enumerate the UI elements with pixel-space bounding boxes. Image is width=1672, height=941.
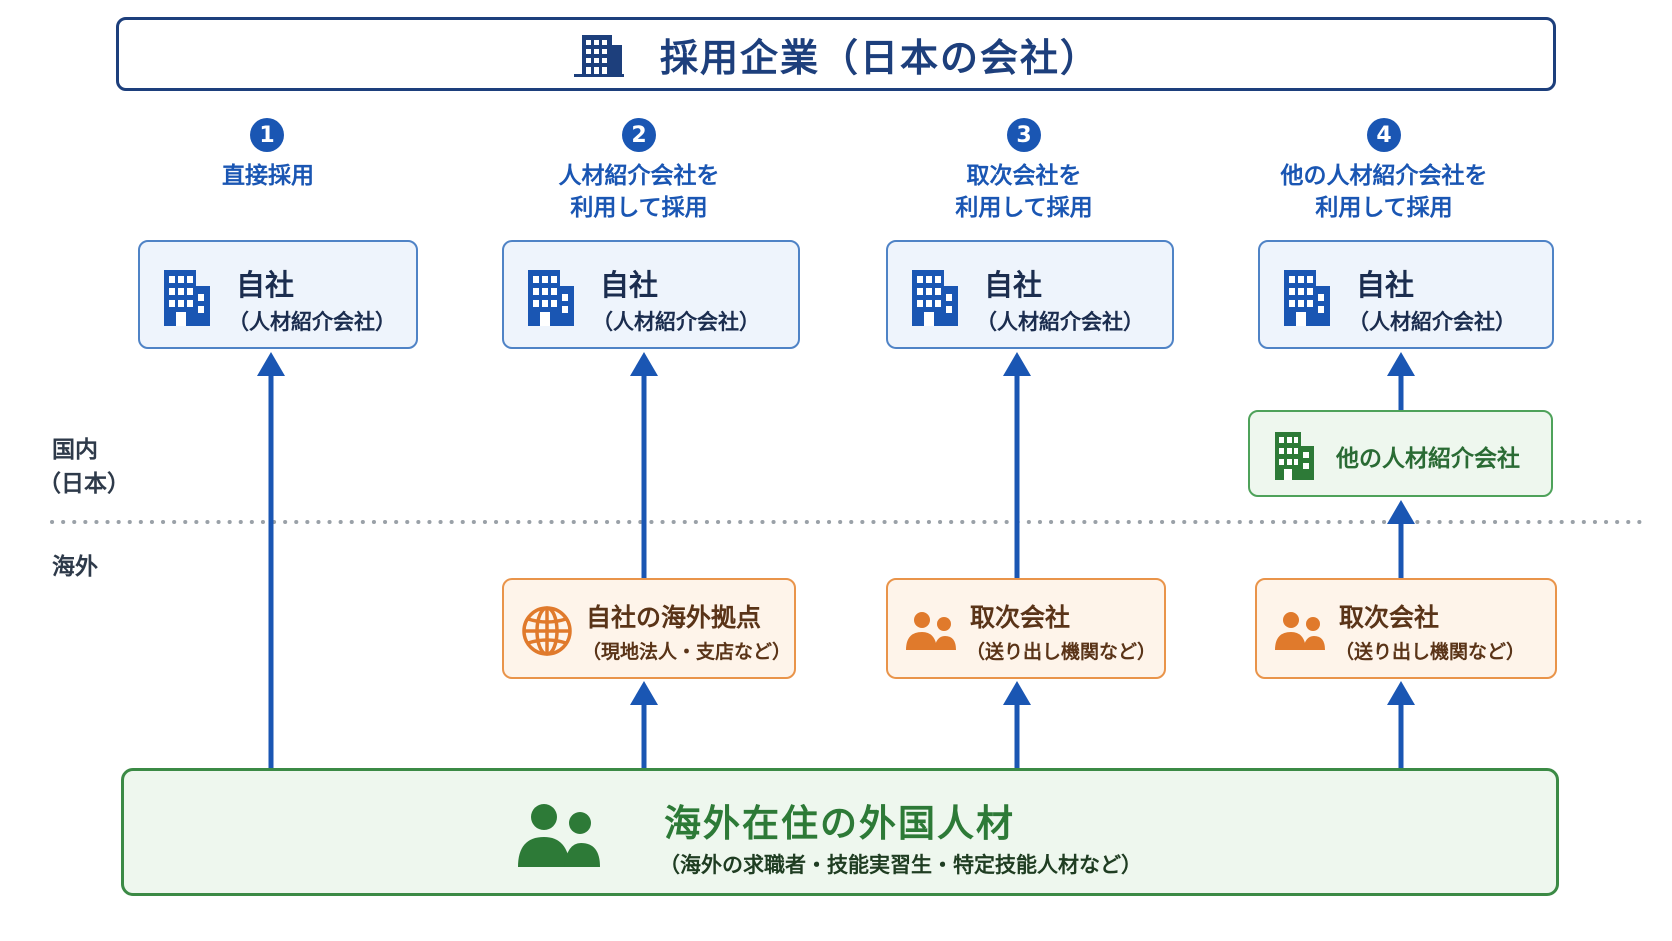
company-subtitle: （人材紹介会社） xyxy=(228,310,396,334)
company-title: 自社 xyxy=(600,268,659,302)
company-title: 自社 xyxy=(1356,268,1415,302)
company-title: 自社 xyxy=(236,268,295,302)
company-box-route-2: 自社 （人材紹介会社） xyxy=(502,240,800,349)
company-subtitle: （人材紹介会社） xyxy=(976,310,1144,334)
people-icon xyxy=(518,804,600,867)
route-label-1: 直接採用 xyxy=(118,160,418,192)
route-label-3-line1: 取次会社を xyxy=(966,163,1082,189)
route-label-2-line1: 人材紹介会社を xyxy=(558,163,720,189)
building-icon xyxy=(164,270,210,326)
route-number-2: 2 xyxy=(622,118,656,152)
overseas-box-title: 取次会社 xyxy=(970,603,1071,632)
foreign-talent-box: 海外在住の外国人材 （海外の求職者・技能実習生・特定技能人材など） xyxy=(121,768,1559,896)
overseas-box-subtitle: （現地法人・支店など） xyxy=(582,641,792,663)
arrow-head-route-2-upper xyxy=(630,352,658,376)
other-agency-box: 他の人材紹介会社 xyxy=(1248,410,1553,497)
people-icon xyxy=(1275,612,1325,650)
other-agency-title: 他の人材紹介会社 xyxy=(1336,446,1520,472)
building-icon xyxy=(573,35,624,77)
route-label-3-line2: 利用して採用 xyxy=(955,195,1093,221)
overseas-box-title: 取次会社 xyxy=(1339,603,1440,632)
company-box-route-4: 自社 （人材紹介会社） xyxy=(1258,240,1554,349)
route-number-3: 3 xyxy=(1007,118,1041,152)
overseas-branch-box: 自社の海外拠点 （現地法人・支店など） xyxy=(502,578,796,679)
building-icon xyxy=(528,270,574,326)
company-box-route-1: 自社 （人材紹介会社） xyxy=(138,240,418,349)
route-number-4: 4 xyxy=(1367,118,1401,152)
building-icon xyxy=(1275,432,1314,480)
arrow-head-route-3-upper xyxy=(1003,352,1031,376)
route-label-4: 他の人材紹介会社を 利用して採用 xyxy=(1234,160,1534,224)
route-number-1: 1 xyxy=(250,118,284,152)
building-icon xyxy=(912,270,958,326)
hiring-company-header: 採用企業（日本の会社） xyxy=(116,17,1556,91)
company-subtitle: （人材紹介会社） xyxy=(1348,310,1516,334)
overseas-box-title: 自社の海外拠点 xyxy=(586,603,762,632)
route-label-1-line1: 直接採用 xyxy=(222,163,314,189)
arrow-head-route-4-lower xyxy=(1387,681,1415,705)
arrow-head-route-4-middle xyxy=(1387,500,1415,524)
arrow-head-route-3-lower xyxy=(1003,681,1031,705)
company-title: 自社 xyxy=(984,268,1043,302)
region-label-domestic-line1: 国内 xyxy=(52,437,98,463)
overseas-box-subtitle: （送り出し機関など） xyxy=(966,641,1157,663)
company-box-route-3: 自社 （人材紹介会社） xyxy=(886,240,1174,349)
overseas-box-subtitle: （送り出し機関など） xyxy=(1335,641,1526,663)
people-icon xyxy=(906,612,956,650)
page-title: 採用企業（日本の会社） xyxy=(659,35,1100,80)
company-subtitle: （人材紹介会社） xyxy=(592,310,760,334)
route-label-4-line1: 他の人材紹介会社を xyxy=(1280,163,1488,189)
region-label-domestic-line2: （日本） xyxy=(38,471,130,497)
building-icon xyxy=(1284,270,1330,326)
region-label-overseas: 海外 xyxy=(52,554,98,580)
route-label-3: 取次会社を 利用して採用 xyxy=(874,160,1174,224)
agency-box-route-3: 取次会社 （送り出し機関など） xyxy=(886,578,1166,679)
route-label-2-line2: 利用して採用 xyxy=(570,195,708,221)
foreign-talent-title: 海外在住の外国人材 xyxy=(664,802,1015,845)
globe-icon xyxy=(522,606,572,656)
arrow-head-route-1 xyxy=(257,352,285,376)
foreign-talent-subtitle: （海外の求職者・技能実習生・特定技能人材など） xyxy=(659,853,1142,877)
agency-box-route-4: 取次会社 （送り出し機関など） xyxy=(1255,578,1557,679)
arrow-head-route-2-lower xyxy=(630,681,658,705)
route-label-4-line2: 利用して採用 xyxy=(1315,195,1453,221)
route-label-2: 人材紹介会社を 利用して採用 xyxy=(489,160,789,224)
arrow-head-route-4-top xyxy=(1387,352,1415,376)
region-label-domestic: 国内 （日本） xyxy=(38,433,130,501)
